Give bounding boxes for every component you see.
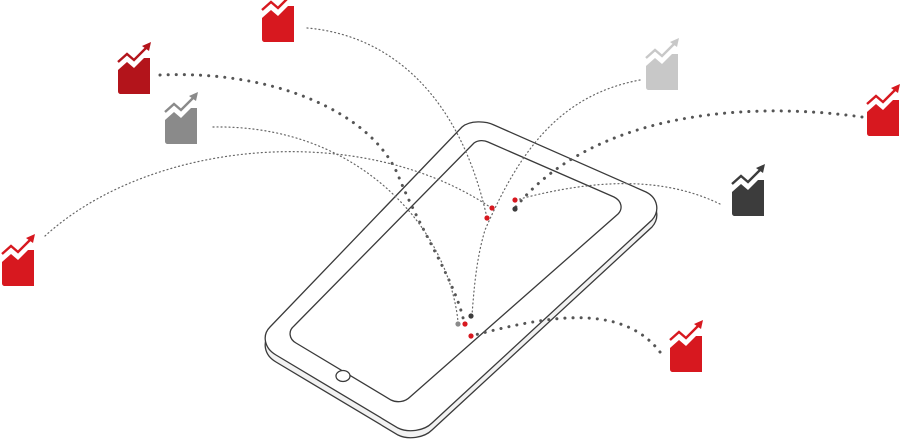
connection-line (44, 151, 491, 237)
tablet-icon (264, 121, 658, 439)
connection-lines (44, 27, 864, 354)
endpoint-dot (489, 205, 495, 211)
growth-chart-icon (261, 0, 294, 42)
endpoint-dot (512, 206, 518, 212)
connection-line (469, 316, 662, 354)
growth-chart-icon (866, 84, 900, 136)
endpoint-dots (455, 197, 518, 339)
endpoint-dot (468, 313, 474, 319)
home-button-icon (335, 369, 351, 383)
growth-chart-icon (164, 92, 198, 144)
growth-chart-icons (1, 0, 900, 372)
tablet-screen (289, 139, 622, 403)
endpoint-dot (455, 321, 461, 327)
growth-chart-icon (731, 164, 765, 216)
growth-chart-icon (1, 234, 35, 286)
connection-line (212, 126, 459, 323)
connection-line (306, 27, 488, 219)
growth-chart-icon (117, 42, 151, 94)
growth-chart-icon (645, 38, 679, 90)
connection-line (515, 183, 721, 205)
endpoint-dot (484, 215, 490, 221)
growth-chart-icon (669, 320, 703, 372)
endpoint-dot (512, 197, 518, 203)
connection-line (471, 79, 641, 316)
endpoint-dot (468, 333, 474, 339)
endpoint-dot (462, 321, 468, 327)
